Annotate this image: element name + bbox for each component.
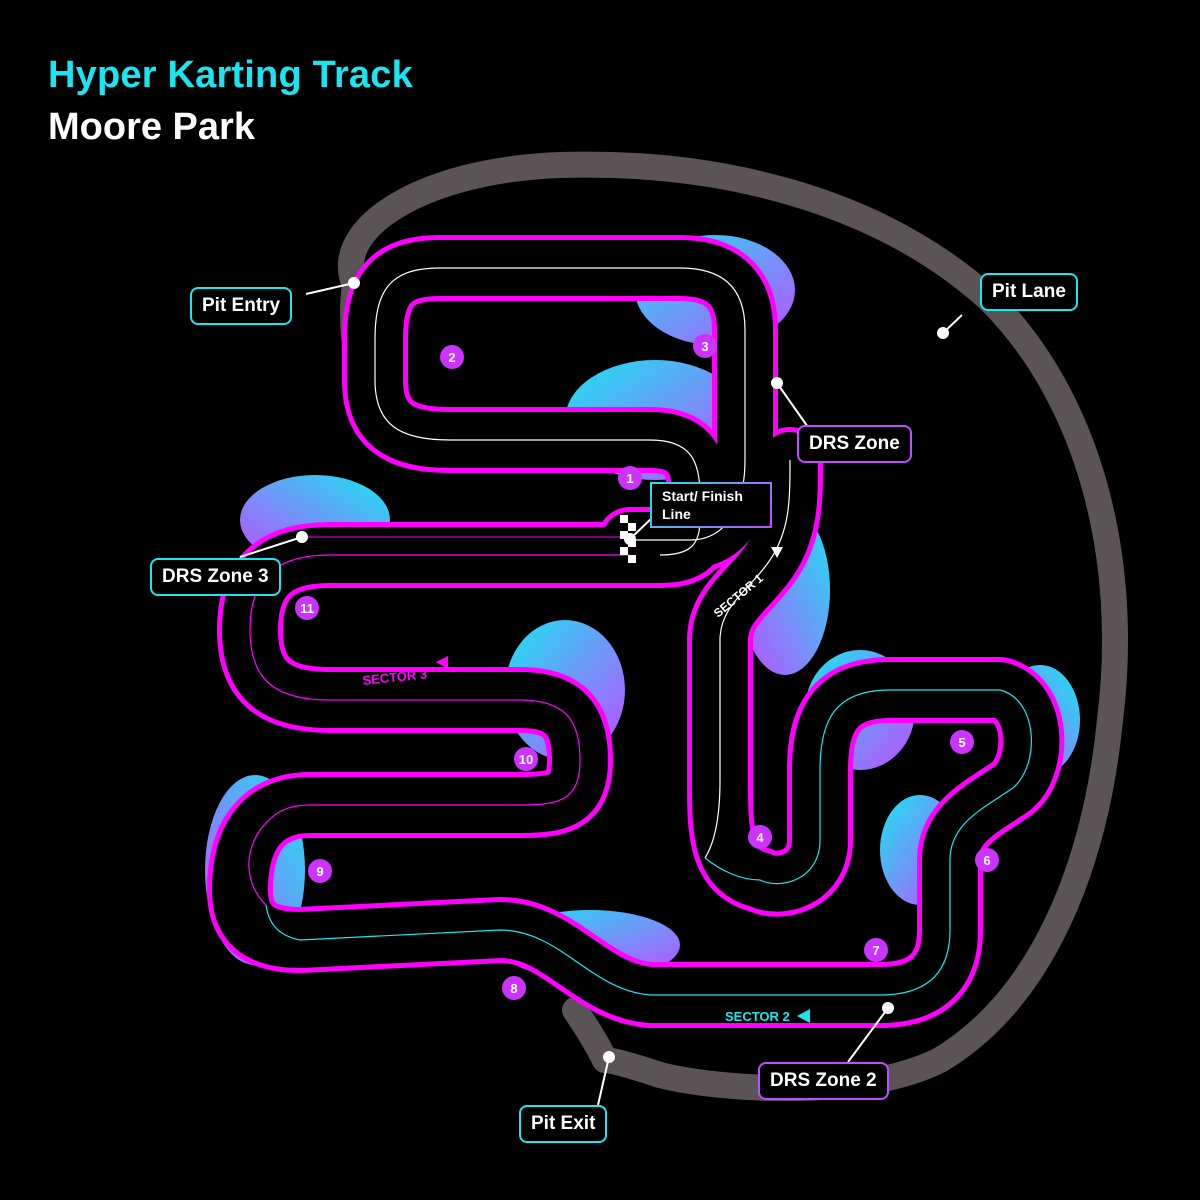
drs-zone-callout: DRS Zone <box>797 425 912 463</box>
sector3-label: SECTOR 3 <box>362 666 428 688</box>
sector2-arrow-icon <box>797 1009 810 1023</box>
svg-text:11: 11 <box>300 601 314 616</box>
sector1-arrow-icon <box>771 547 783 558</box>
pit-entry-callout: Pit Entry <box>190 287 293 325</box>
sector2-line <box>265 689 1032 996</box>
turn-marker: 4 <box>748 825 772 849</box>
map-title: Hyper Karting Track <box>48 54 413 96</box>
pit-lane-callout: Pit Lane <box>980 273 1078 311</box>
sector3-arrow-icon <box>436 656 448 669</box>
svg-text:3: 3 <box>701 339 708 354</box>
sector2-label: SECTOR 2 <box>725 1009 790 1024</box>
svg-text:1: 1 <box>626 471 633 486</box>
turn-marker: 2 <box>440 345 464 369</box>
drs-zone-3-callout: DRS Zone 3 <box>150 558 281 596</box>
turn-marker: 9 <box>308 859 332 883</box>
pit-lane-exit <box>562 997 618 1073</box>
turn-markers: 1 2 3 4 5 6 7 8 9 10 11 <box>295 334 999 1000</box>
turn-marker: 1 <box>618 466 642 490</box>
svg-text:7: 7 <box>872 943 879 958</box>
svg-text:10: 10 <box>519 752 533 767</box>
start-finish-callout: Start/ Finish Line <box>650 482 772 528</box>
drs-zone-2-callout: DRS Zone 2 <box>758 1062 889 1100</box>
map-subtitle: Moore Park <box>48 106 255 148</box>
leader-lines <box>239 277 963 1106</box>
svg-text:6: 6 <box>983 853 990 868</box>
turn-marker: 6 <box>975 848 999 872</box>
turn-marker: 5 <box>950 730 974 754</box>
svg-text:5: 5 <box>958 735 965 750</box>
svg-text:8: 8 <box>510 981 517 996</box>
turn-marker: 3 <box>693 334 717 358</box>
turn-marker: 8 <box>502 976 526 1000</box>
turn-marker: 11 <box>295 596 319 620</box>
turn-marker: 7 <box>864 938 888 962</box>
svg-text:9: 9 <box>316 864 323 879</box>
sector3-line <box>248 554 630 906</box>
svg-text:4: 4 <box>756 830 764 845</box>
pit-exit-callout: Pit Exit <box>519 1105 608 1143</box>
turn-marker: 10 <box>514 747 538 771</box>
sector1-line-b <box>704 459 791 859</box>
svg-text:2: 2 <box>448 350 455 365</box>
